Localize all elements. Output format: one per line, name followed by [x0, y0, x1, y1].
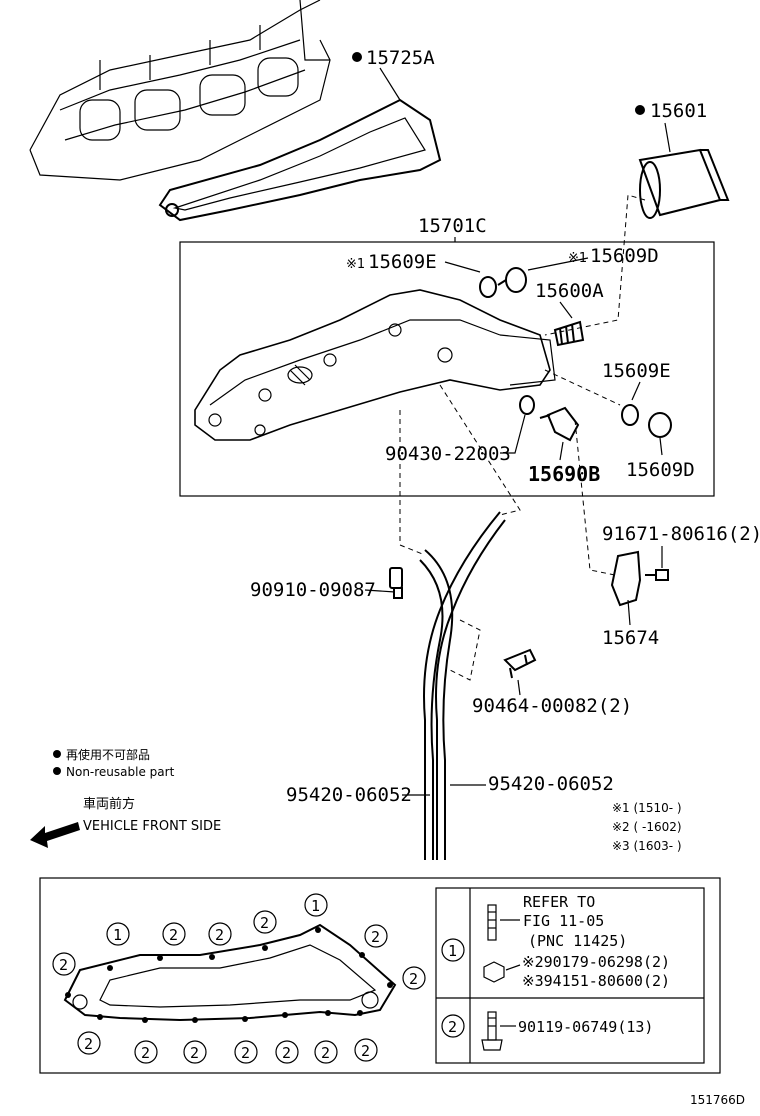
callout-circle: 2 — [354, 1038, 378, 1062]
svg-text:2: 2 — [282, 1044, 291, 1062]
stud-bolt-icon — [487, 904, 497, 941]
gasket-callouts: 1 2 2 2 1 2 2 2 2 2 2 2 2 2 2 — [52, 893, 426, 1064]
oil-cooler-body — [194, 289, 556, 441]
mark-15609E-left: ※1 — [346, 257, 365, 272]
front-en: VEHICLE FRONT SIDE — [83, 819, 221, 834]
plug-15609D-top — [497, 267, 527, 293]
plug-15609E-left — [479, 276, 497, 298]
label-90430-22003: 90430-22003 — [385, 443, 511, 465]
refer-line-2: FIG 11-05 — [523, 912, 604, 930]
diagram-id: 151766D — [690, 1093, 745, 1107]
callout-circle: 2 — [253, 910, 277, 934]
refer-line-1: REFER TO — [523, 893, 595, 911]
plug-15609E-right — [621, 404, 639, 426]
callout-circle: 2 — [208, 922, 232, 946]
front-jp: 車両前方 — [83, 796, 135, 812]
callout-circle: 2 — [234, 1040, 258, 1064]
clamp — [503, 648, 537, 679]
svg-text:2: 2 — [448, 1018, 457, 1036]
svg-text:2: 2 — [59, 956, 68, 974]
relief-valve-15600A — [553, 320, 585, 347]
label-15674: 15674 — [602, 627, 659, 649]
callout-circle: 2 — [134, 1040, 158, 1064]
callout-circle: 2 — [275, 1040, 299, 1064]
nonreusable-dot-15725A — [352, 52, 362, 62]
refer-line-3: (PNC 11425) — [528, 932, 627, 950]
legend-dot-2 — [53, 767, 61, 775]
bolt-91671 — [645, 569, 669, 581]
label-15609D-right: 15609D — [590, 245, 659, 267]
bracket-15674 — [610, 550, 642, 607]
label-15609E-right: 15609E — [602, 360, 671, 382]
date-note-3: ※3 (1603- ) — [612, 839, 682, 853]
label-15701C: 15701C — [418, 215, 487, 237]
svg-text:2: 2 — [321, 1044, 330, 1062]
svg-text:2: 2 — [169, 926, 178, 944]
label-95420-06052-right: 95420-06052 — [488, 773, 614, 795]
hose-pair — [419, 511, 506, 860]
legend-dot-1 — [53, 750, 61, 758]
label-91671-80616: 91671-80616(2) — [602, 523, 760, 545]
svg-text:2: 2 — [215, 926, 224, 944]
union-bolt — [389, 567, 403, 599]
gasket-top — [158, 98, 442, 222]
svg-text:2: 2 — [84, 1035, 93, 1053]
callout-circle: 2 — [52, 952, 76, 976]
svg-text:2: 2 — [141, 1044, 150, 1062]
svg-text:2: 2 — [371, 928, 380, 946]
table-row-1-number: 1 — [441, 938, 465, 962]
callout-circle: 2 — [364, 924, 388, 948]
label-15600A: 15600A — [535, 280, 604, 302]
label-15609D-bottom: 15609D — [626, 459, 695, 481]
callout-circle: 2 — [162, 922, 186, 946]
nonreusable-dot-15601 — [635, 105, 645, 115]
oil-pressure-sensor — [539, 406, 580, 442]
svg-text:1: 1 — [113, 926, 122, 944]
callout-circle: 2 — [402, 966, 426, 990]
callout-circle: 2 — [183, 1040, 207, 1064]
label-90464-00082: 90464-00082(2) — [472, 695, 632, 717]
date-note-2: ※2 ( -1602) — [612, 820, 682, 834]
svg-text:2: 2 — [409, 970, 418, 988]
gasket-bolt-holes — [65, 927, 393, 1023]
front-arrow-icon — [30, 822, 80, 848]
svg-text:2: 2 — [361, 1042, 370, 1060]
oring-90430-22003 — [519, 395, 535, 415]
table-row-2-number: 2 — [441, 1014, 465, 1038]
oil-filter — [638, 148, 730, 219]
svg-text:1: 1 — [311, 897, 320, 915]
row1-part-b: ※394151-80600(2) — [522, 972, 670, 990]
engine-block-illustration — [29, 0, 331, 181]
svg-text:2: 2 — [260, 914, 269, 932]
parts-table — [435, 887, 705, 1064]
callout-circle: 2 — [314, 1040, 338, 1064]
svg-text:2: 2 — [241, 1044, 250, 1062]
label-15609E-left: 15609E — [368, 251, 437, 273]
flange-bolt-icon — [481, 1011, 503, 1051]
callout-circle: 2 — [77, 1031, 101, 1055]
svg-text:1: 1 — [448, 942, 457, 960]
callout-circle: 1 — [106, 922, 130, 946]
label-15690B: 15690B — [528, 462, 600, 486]
assembly-box — [179, 241, 715, 497]
date-note-1: ※1 (1510- ) — [612, 801, 682, 815]
nut-icon — [483, 961, 505, 983]
label-90910-09087: 90910-09087 — [250, 579, 376, 601]
row1-part-a: ※290179-06298(2) — [522, 953, 670, 971]
label-95420-06052-left: 95420-06052 — [286, 784, 412, 806]
legend-en: Non-reusable part — [66, 765, 175, 779]
gasket-detail — [63, 923, 397, 1022]
svg-text:2: 2 — [190, 1044, 199, 1062]
label-15601: 15601 — [650, 100, 707, 122]
plug-15609D-bottom — [648, 412, 672, 438]
detail-box — [39, 877, 721, 1074]
callout-circle: 1 — [304, 893, 328, 917]
legend-jp: 再使用不可部品 — [66, 747, 150, 762]
mark-15609D-right: ※1 — [568, 251, 587, 266]
row2-part: 90119-06749(13) — [518, 1018, 653, 1036]
label-15725A: 15725A — [366, 47, 435, 69]
